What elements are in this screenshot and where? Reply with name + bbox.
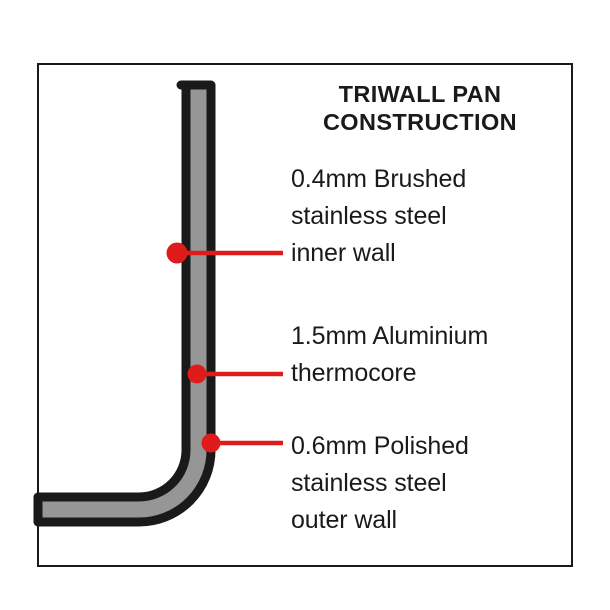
callout-label-inner-wall-line-2: stainless steel (291, 202, 447, 230)
diagram-title: TRIWALL PAN CONSTRUCTION (289, 80, 551, 136)
diagram-frame (37, 63, 573, 567)
diagram-title-line-1: TRIWALL PAN (338, 81, 502, 107)
callout-dot-inner-wall (166, 242, 188, 264)
callout-leader-lines (177, 250, 283, 446)
callout-label-thermocore: 1.5mm Aluminium thermocore (291, 318, 561, 392)
layer-line-outer (43, 90, 206, 517)
callout-label-thermocore-line-2: thermocore (291, 359, 417, 387)
callout-label-inner-wall-line-3: inner wall (291, 239, 396, 267)
callout-label-inner-wall: 0.4mm Brushed stainless steel inner wall (291, 161, 561, 272)
callout-label-inner-wall-line-1: 0.4mm Brushed (291, 165, 467, 193)
callout-label-outer-wall-line-1: 0.6mm Polished (291, 432, 469, 460)
callout-label-thermocore-line-1: 1.5mm Aluminium (291, 322, 489, 350)
diagram-title-line-2: CONSTRUCTION (322, 109, 518, 135)
callout-dot-outer-wall (201, 433, 221, 453)
callout-dots (166, 242, 221, 453)
layer-line-inner (43, 90, 193, 505)
callout-label-outer-wall: 0.6mm Polished stainless steel outer wal… (291, 428, 561, 539)
callout-dot-thermocore (187, 364, 207, 384)
pan-layer-lines (43, 90, 206, 517)
pan-wall-body (33, 80, 216, 527)
callout-label-outer-wall-line-2: stainless steel (291, 469, 447, 497)
pan-wall-outline-fill (33, 80, 216, 527)
callout-label-outer-wall-line-3: outer wall (291, 506, 397, 534)
